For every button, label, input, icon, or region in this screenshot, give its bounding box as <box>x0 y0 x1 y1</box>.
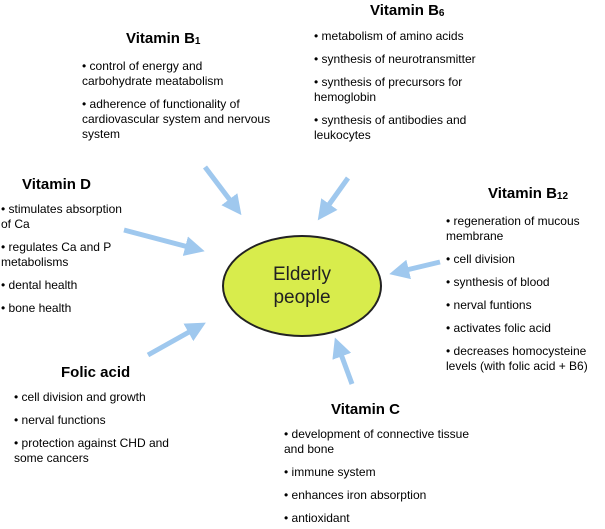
vitamin-d-list: stimulates absorption of Ca regulates Ca… <box>1 202 131 316</box>
list-item: cell division <box>446 252 604 267</box>
vitamin-b12-block: Vitamin B12 regeneration of mucous membr… <box>446 185 604 374</box>
folic-acid-list: cell division and growth nerval function… <box>14 390 199 466</box>
list-item: bone health <box>1 301 131 316</box>
vitamin-b1-title: Vitamin B1 <box>126 30 201 47</box>
list-item: synthesis of blood <box>446 275 604 290</box>
list-item: metabolism of amino acids <box>314 29 489 44</box>
list-item: nerval funtions <box>446 298 604 313</box>
vitamin-b6-title: Vitamin B6 <box>370 2 445 19</box>
vitamin-b6-block: Vitamin B6 metabolism of amino acids syn… <box>314 2 489 143</box>
vitamin-b1-list: control of energy and carbohydrate meata… <box>82 59 272 142</box>
vitamin-b6-list: metabolism of amino acids synthesis of n… <box>314 29 489 143</box>
list-item: enhances iron absorption <box>284 488 469 503</box>
folic-acid-block: Folic acid cell division and growth nerv… <box>14 364 199 466</box>
vitamin-d-block: Vitamin D stimulates absorption of Ca re… <box>1 176 131 316</box>
vitamin-c-list: development of connective tissue and bon… <box>284 427 469 526</box>
list-item: cell division and growth <box>14 390 199 405</box>
list-item: decreases homocysteine levels (with foli… <box>446 344 604 374</box>
list-item: control of energy and carbohydrate meata… <box>82 59 272 89</box>
arrow-b12 <box>389 259 441 280</box>
arrow-b6 <box>317 176 351 221</box>
list-item: dental health <box>1 278 131 293</box>
list-item: synthesis of neurotransmitter <box>314 52 489 67</box>
list-item: regeneration of mucous membrane <box>446 214 604 244</box>
arrow-d <box>123 227 205 256</box>
list-item: synthesis of precursors for hemoglobin <box>314 75 489 105</box>
elderly-people-node: Elderly people <box>222 235 382 337</box>
vitamin-c-block: Vitamin C development of connective tiss… <box>284 401 469 526</box>
vitamin-b12-list: regeneration of mucous membrane cell div… <box>446 214 604 374</box>
list-item: immune system <box>284 465 469 480</box>
list-item: activates folic acid <box>446 321 604 336</box>
list-item: regulates Ca and P metabolisms <box>1 240 131 270</box>
list-item: protection against CHD and some cancers <box>14 436 182 466</box>
list-item: development of connective tissue and bon… <box>284 427 469 457</box>
vitamin-b12-title: Vitamin B12 <box>488 185 569 202</box>
list-item: synthesis of antibodies and leukocytes <box>314 113 489 143</box>
center-label: Elderly people <box>272 264 332 308</box>
list-item: antioxidant <box>284 511 469 526</box>
arrow-c <box>332 337 355 385</box>
list-item: stimulates absorption of Ca <box>1 202 131 232</box>
list-item: adherence of functionality of cardiovasc… <box>82 97 272 142</box>
vitamin-c-title: Vitamin C <box>331 401 400 418</box>
list-item: nerval functions <box>14 413 199 428</box>
folic-acid-title: Folic acid <box>61 364 131 381</box>
arrow-folic <box>146 322 206 358</box>
vitamin-d-title: Vitamin D <box>22 176 91 193</box>
vitamin-b1-block: Vitamin B1 control of energy and carbohy… <box>82 30 272 142</box>
arrow-b1 <box>203 165 242 216</box>
